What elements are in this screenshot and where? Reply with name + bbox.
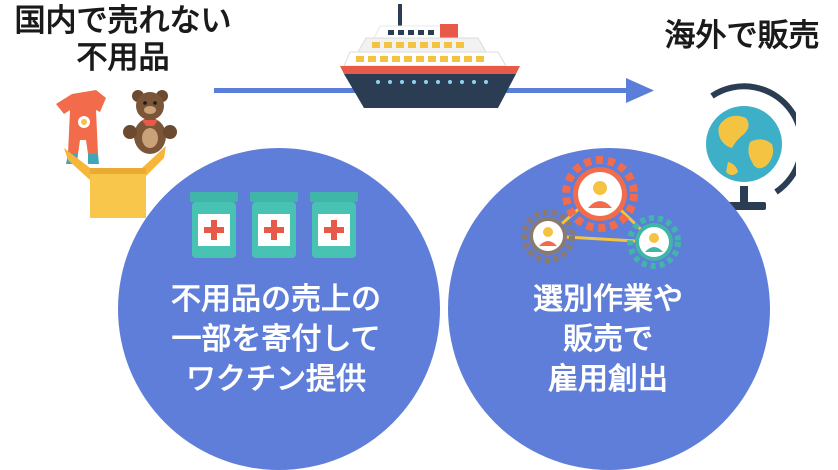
right-circle-text: 選別作業や 販売で 雇用創出 [468, 280, 748, 400]
people-gears-icon [521, 156, 681, 269]
medicine-bottles-icon [190, 192, 358, 258]
box-with-clothes-and-teddy-bear-icon [56, 90, 177, 218]
right-circle-line3: 雇用創出 [548, 362, 668, 397]
left-circle-line2: 一部を寄付して [171, 322, 381, 357]
right-circle-line1: 選別作業や [533, 282, 683, 317]
left-circle-line3: ワクチン提供 [186, 362, 366, 397]
right-heading: 海外で販売 [664, 18, 820, 54]
left-circle-line1: 不用品の売上の [171, 282, 381, 317]
left-heading-line2: 不用品 [76, 40, 170, 76]
left-circle-text: 不用品の売上の 一部を寄付して ワクチン提供 [126, 280, 426, 400]
globe-icon [706, 83, 796, 210]
cruise-ship-icon [340, 4, 520, 108]
left-heading-line1: 国内で売れない [14, 3, 232, 39]
left-heading: 国内で売れない 不用品 [0, 3, 246, 77]
right-circle-line2: 販売で [563, 322, 653, 357]
